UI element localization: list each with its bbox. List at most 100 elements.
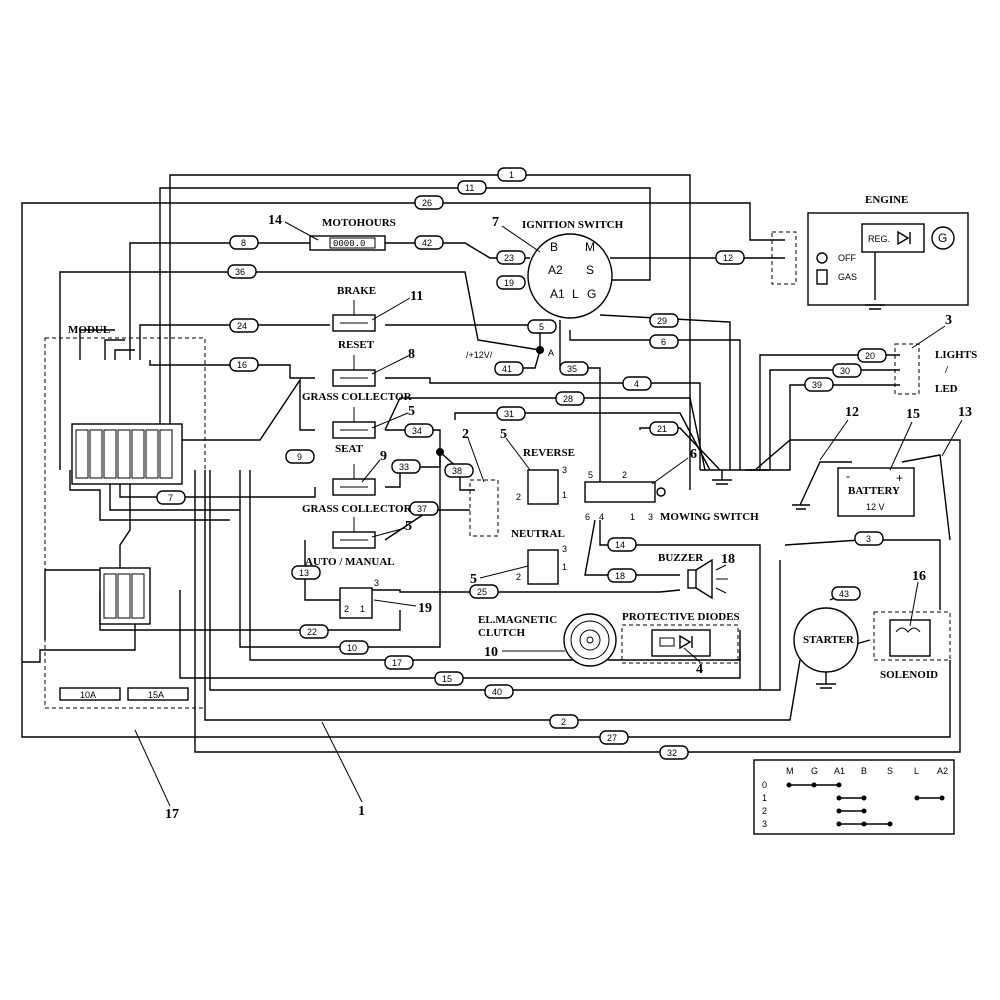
svg-text:/+12V/: /+12V/ bbox=[466, 350, 493, 360]
callout-14: 14 bbox=[268, 213, 282, 228]
svg-text:ENGINE: ENGINE bbox=[865, 194, 908, 206]
svg-text:3: 3 bbox=[562, 465, 567, 475]
wire-label-43: 43 bbox=[831, 586, 861, 601]
svg-text:-: - bbox=[846, 469, 850, 483]
callout-4: 4 bbox=[696, 662, 703, 677]
wire-label-25: 25 bbox=[469, 584, 499, 599]
wire-label-32: 32 bbox=[659, 745, 689, 760]
svg-text:13: 13 bbox=[299, 568, 309, 578]
svg-text:10A: 10A bbox=[80, 690, 96, 700]
svg-text:A: A bbox=[548, 348, 554, 358]
tt-row-3: 3 bbox=[762, 819, 767, 829]
wire-label-11: 11 bbox=[457, 180, 487, 195]
svg-text:/: / bbox=[944, 364, 949, 376]
wire-label-27: 27 bbox=[599, 730, 629, 745]
svg-text:28: 28 bbox=[563, 394, 573, 404]
wire-label-20: 20 bbox=[857, 348, 887, 363]
wire-label-17: 17 bbox=[384, 655, 414, 670]
tt-header-l: L bbox=[914, 766, 919, 776]
solenoid: SOLENOID bbox=[873, 611, 951, 681]
auto-manual-switch: AUTO / MANUAL 2 1 3 bbox=[305, 556, 395, 619]
callout-5b: 5 bbox=[405, 519, 412, 534]
svg-text:43: 43 bbox=[839, 589, 849, 599]
svg-text:GRASS COLLECTOR: GRASS COLLECTOR bbox=[302, 503, 413, 515]
svg-text:37: 37 bbox=[417, 504, 427, 514]
svg-text:1: 1 bbox=[360, 604, 365, 614]
svg-text:G: G bbox=[938, 231, 947, 245]
svg-text:23: 23 bbox=[504, 253, 514, 263]
wire-label-18: 18 bbox=[607, 568, 637, 583]
svg-text:2: 2 bbox=[516, 572, 521, 582]
fuse-15a: 15A bbox=[127, 687, 189, 701]
pin-a2: A2 bbox=[548, 263, 563, 277]
pin-s: S bbox=[586, 263, 594, 277]
callout-2: 2 bbox=[462, 427, 469, 442]
svg-text:16: 16 bbox=[237, 360, 247, 370]
ignition-truth-table: M G A1 B S L A2 0 1 2 3 bbox=[753, 759, 955, 835]
callout-12: 12 bbox=[845, 405, 859, 420]
wire-label-26: 26 bbox=[414, 195, 444, 210]
magnetic-clutch: EL.MAGNETIC CLUTCH bbox=[478, 613, 617, 667]
svg-text:+: + bbox=[896, 471, 903, 485]
starter-motor: STARTER bbox=[793, 607, 859, 689]
wire-label-10: 10 bbox=[339, 640, 369, 655]
callout-3: 3 bbox=[945, 313, 952, 328]
svg-text:AUTO / MANUAL: AUTO / MANUAL bbox=[305, 556, 395, 568]
battery: BATTERY 12 V - + bbox=[792, 454, 951, 541]
wire-number-labels: 1 11 26 8 42 23 19 12 36 5 29 6 24 16 41… bbox=[156, 167, 887, 760]
wire-label-30: 30 bbox=[832, 363, 862, 378]
svg-text:9: 9 bbox=[297, 452, 302, 462]
svg-text:1: 1 bbox=[562, 562, 567, 572]
callout-10: 10 bbox=[484, 645, 498, 660]
pin-a1: A1 bbox=[550, 287, 565, 301]
connector-b: B bbox=[465, 469, 499, 537]
tt-row-2: 2 bbox=[762, 806, 767, 816]
svg-text:11: 11 bbox=[465, 183, 474, 193]
svg-text:RESET: RESET bbox=[338, 339, 375, 351]
wire-label-23: 23 bbox=[496, 250, 526, 265]
svg-text:36: 36 bbox=[235, 267, 245, 277]
wire-label-19: 19 bbox=[496, 275, 526, 290]
grass-collector-switch-2: GRASS COLLECTOR bbox=[302, 503, 413, 549]
callout-13: 13 bbox=[958, 405, 972, 420]
svg-text:2: 2 bbox=[344, 604, 349, 614]
svg-text:SEAT: SEAT bbox=[335, 443, 364, 455]
svg-text:3: 3 bbox=[374, 578, 379, 588]
callout-16: 16 bbox=[912, 569, 926, 584]
wire-label-41: 41 bbox=[494, 361, 524, 376]
callout-17: 17 bbox=[165, 807, 179, 822]
svg-text:2: 2 bbox=[516, 492, 521, 502]
svg-text:3: 3 bbox=[562, 544, 567, 554]
callout-1: 1 bbox=[358, 804, 365, 819]
wire-label-21: 21 bbox=[649, 421, 679, 436]
tt-header-m: M bbox=[786, 766, 794, 776]
pin-l: L bbox=[572, 287, 579, 301]
pin-g: G bbox=[587, 287, 596, 301]
wire-label-4: 4 bbox=[622, 376, 652, 391]
modul-label: MODUL bbox=[68, 324, 110, 336]
svg-text:7: 7 bbox=[168, 493, 173, 503]
tt-header-a2: A2 bbox=[937, 766, 948, 776]
svg-text:1: 1 bbox=[509, 170, 514, 180]
svg-text:3: 3 bbox=[648, 512, 653, 522]
callout-5a: 5 bbox=[408, 404, 415, 419]
buzzer: BUZZER bbox=[658, 552, 728, 600]
svg-text:LED: LED bbox=[935, 383, 958, 395]
svg-text:33: 33 bbox=[399, 462, 409, 472]
protective-diodes: PROTECTIVE DIODES bbox=[621, 611, 740, 664]
wire-label-40: 40 bbox=[484, 684, 514, 699]
svg-text:32: 32 bbox=[667, 748, 677, 758]
svg-text:30: 30 bbox=[840, 366, 850, 376]
callout-18: 18 bbox=[721, 552, 735, 567]
wire-label-12: 12 bbox=[715, 250, 745, 265]
svg-text:6: 6 bbox=[585, 512, 590, 522]
wire-label-36: 36 bbox=[227, 264, 257, 279]
wire-label-35: 35 bbox=[559, 361, 589, 376]
wire-label-37: 37 bbox=[409, 501, 439, 516]
svg-text:6: 6 bbox=[661, 337, 666, 347]
callout-11: 11 bbox=[410, 289, 423, 304]
svg-text:24: 24 bbox=[237, 321, 247, 331]
reverse-switch: REVERSE 2 1 3 bbox=[516, 447, 575, 505]
wire-label-38: 38 bbox=[444, 463, 474, 478]
